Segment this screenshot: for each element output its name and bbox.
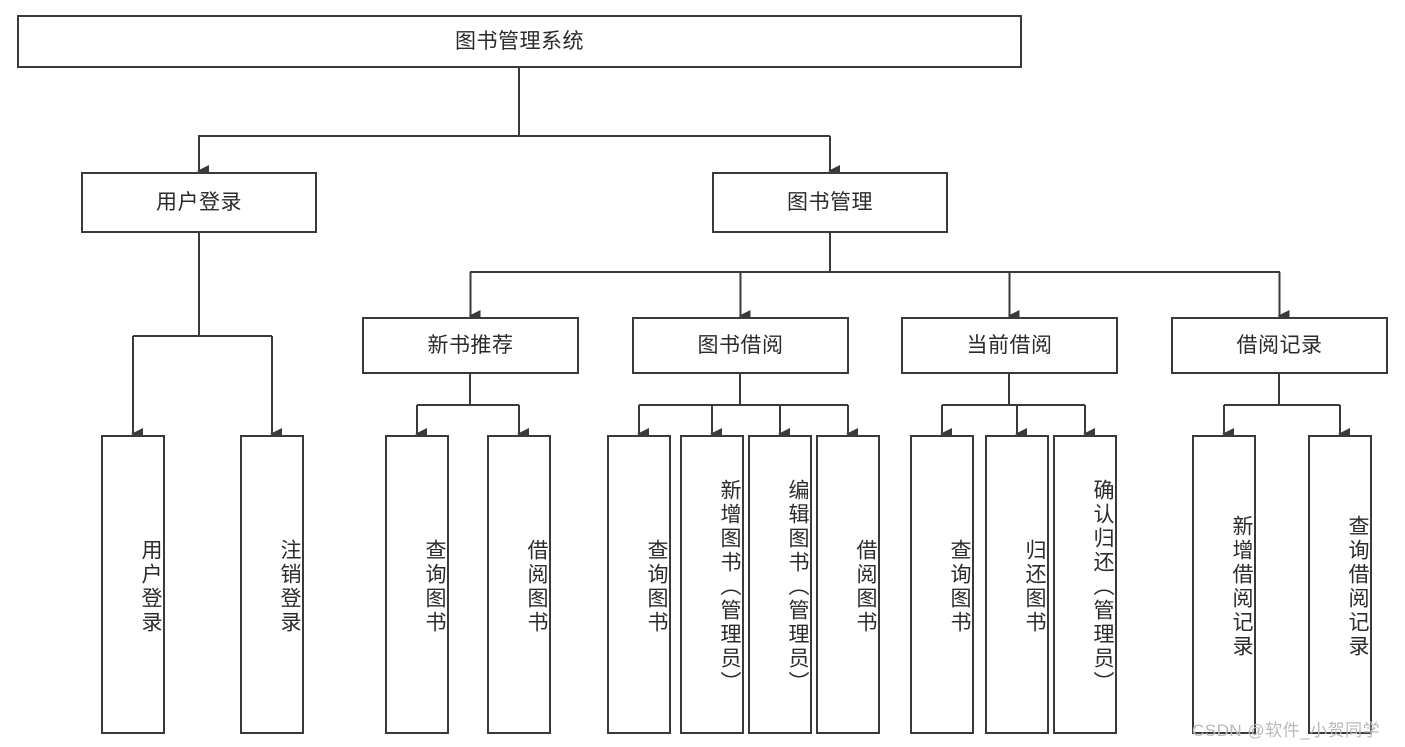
node-label: 图书借阅 xyxy=(697,333,784,357)
node-book-borrow[interactable]: 图书借阅 xyxy=(632,317,849,374)
node-leaf-query-book-recommend[interactable]: 查询图书 xyxy=(385,435,449,734)
node-label: 编辑图书（管理员） xyxy=(786,478,809,695)
node-leaf-add-borrow-record[interactable]: 新增借阅记录 xyxy=(1192,435,1256,734)
node-label: 注销登录 xyxy=(278,538,301,635)
node-leaf-edit-book-admin[interactable]: 编辑图书（管理员） xyxy=(748,435,812,734)
node-leaf-query-borrow-record[interactable]: 查询借阅记录 xyxy=(1308,435,1372,734)
node-leaf-query-book-current[interactable]: 查询图书 xyxy=(910,435,974,734)
node-label: 用户登录 xyxy=(139,538,162,635)
node-new-book-recommend[interactable]: 新书推荐 xyxy=(362,317,579,374)
node-leaf-confirm-return-admin[interactable]: 确认归还（管理员） xyxy=(1053,435,1117,734)
node-leaf-query-book-borrow[interactable]: 查询图书 xyxy=(607,435,671,734)
node-label: 归还图书 xyxy=(1023,538,1046,635)
node-label: 图书管理系统 xyxy=(455,29,584,53)
node-label: 借阅记录 xyxy=(1236,333,1323,357)
node-leaf-add-book-admin[interactable]: 新增图书（管理员） xyxy=(680,435,744,734)
node-label: 新增借阅记录 xyxy=(1230,514,1253,659)
node-label: 用户登录 xyxy=(156,190,242,214)
node-label: 查询图书 xyxy=(423,538,446,635)
node-label: 新增图书（管理员） xyxy=(718,478,741,695)
node-label: 查询借阅记录 xyxy=(1346,514,1369,659)
node-label: 借阅图书 xyxy=(525,538,548,635)
node-leaf-user-logout[interactable]: 注销登录 xyxy=(240,435,304,734)
csdn-watermark: CSDN @软件_小贺同学 xyxy=(1192,721,1381,740)
node-current-borrow[interactable]: 当前借阅 xyxy=(901,317,1118,374)
node-label: 查询图书 xyxy=(948,538,971,635)
node-leaf-borrow-book-recommend[interactable]: 借阅图书 xyxy=(487,435,551,734)
node-borrow-record[interactable]: 借阅记录 xyxy=(1171,317,1388,374)
node-leaf-borrow-book[interactable]: 借阅图书 xyxy=(816,435,880,734)
node-leaf-return-book[interactable]: 归还图书 xyxy=(985,435,1049,734)
node-label: 新书推荐 xyxy=(427,333,514,357)
node-book-management[interactable]: 图书管理 xyxy=(712,172,948,233)
node-leaf-user-login[interactable]: 用户登录 xyxy=(101,435,165,734)
node-root[interactable]: 图书管理系统 xyxy=(17,15,1022,68)
node-label: 借阅图书 xyxy=(854,538,877,635)
node-user-login[interactable]: 用户登录 xyxy=(81,172,317,233)
node-label: 图书管理 xyxy=(787,190,873,214)
node-label: 查询图书 xyxy=(645,538,668,635)
node-label: 当前借阅 xyxy=(966,333,1053,357)
node-label: 确认归还（管理员） xyxy=(1091,478,1114,695)
